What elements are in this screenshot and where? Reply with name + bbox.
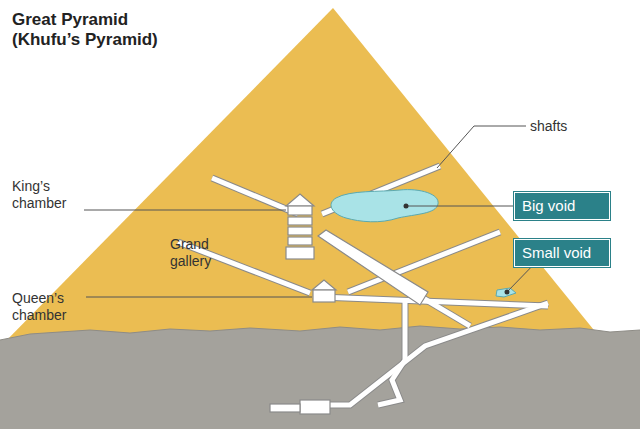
box-text: Big void xyxy=(522,197,575,215)
leader-dot xyxy=(404,204,409,209)
ground xyxy=(0,326,640,429)
subterranean-chamber xyxy=(300,400,330,414)
void-box: Big void xyxy=(514,192,610,220)
queens-chamber xyxy=(312,280,336,302)
small-void xyxy=(496,288,516,297)
ground-edge xyxy=(0,326,640,340)
leader-line xyxy=(84,126,540,297)
box-text: Small void xyxy=(522,244,591,262)
passage xyxy=(178,166,548,405)
kings-chamber xyxy=(286,194,314,259)
diagram-title: Great Pyramid (Khufu’s Pyramid) xyxy=(12,10,192,50)
leader-dot xyxy=(505,290,510,295)
part-label: Queen’s chamber xyxy=(12,290,82,324)
subterranean-passage xyxy=(270,404,300,412)
part-label: shafts xyxy=(530,118,610,135)
void-box: Small void xyxy=(514,239,610,267)
passage-outline xyxy=(178,166,548,405)
part-label: King’s chamber xyxy=(12,178,80,212)
pyramid-body xyxy=(2,8,606,345)
part-label: Grand gallery xyxy=(170,236,232,270)
